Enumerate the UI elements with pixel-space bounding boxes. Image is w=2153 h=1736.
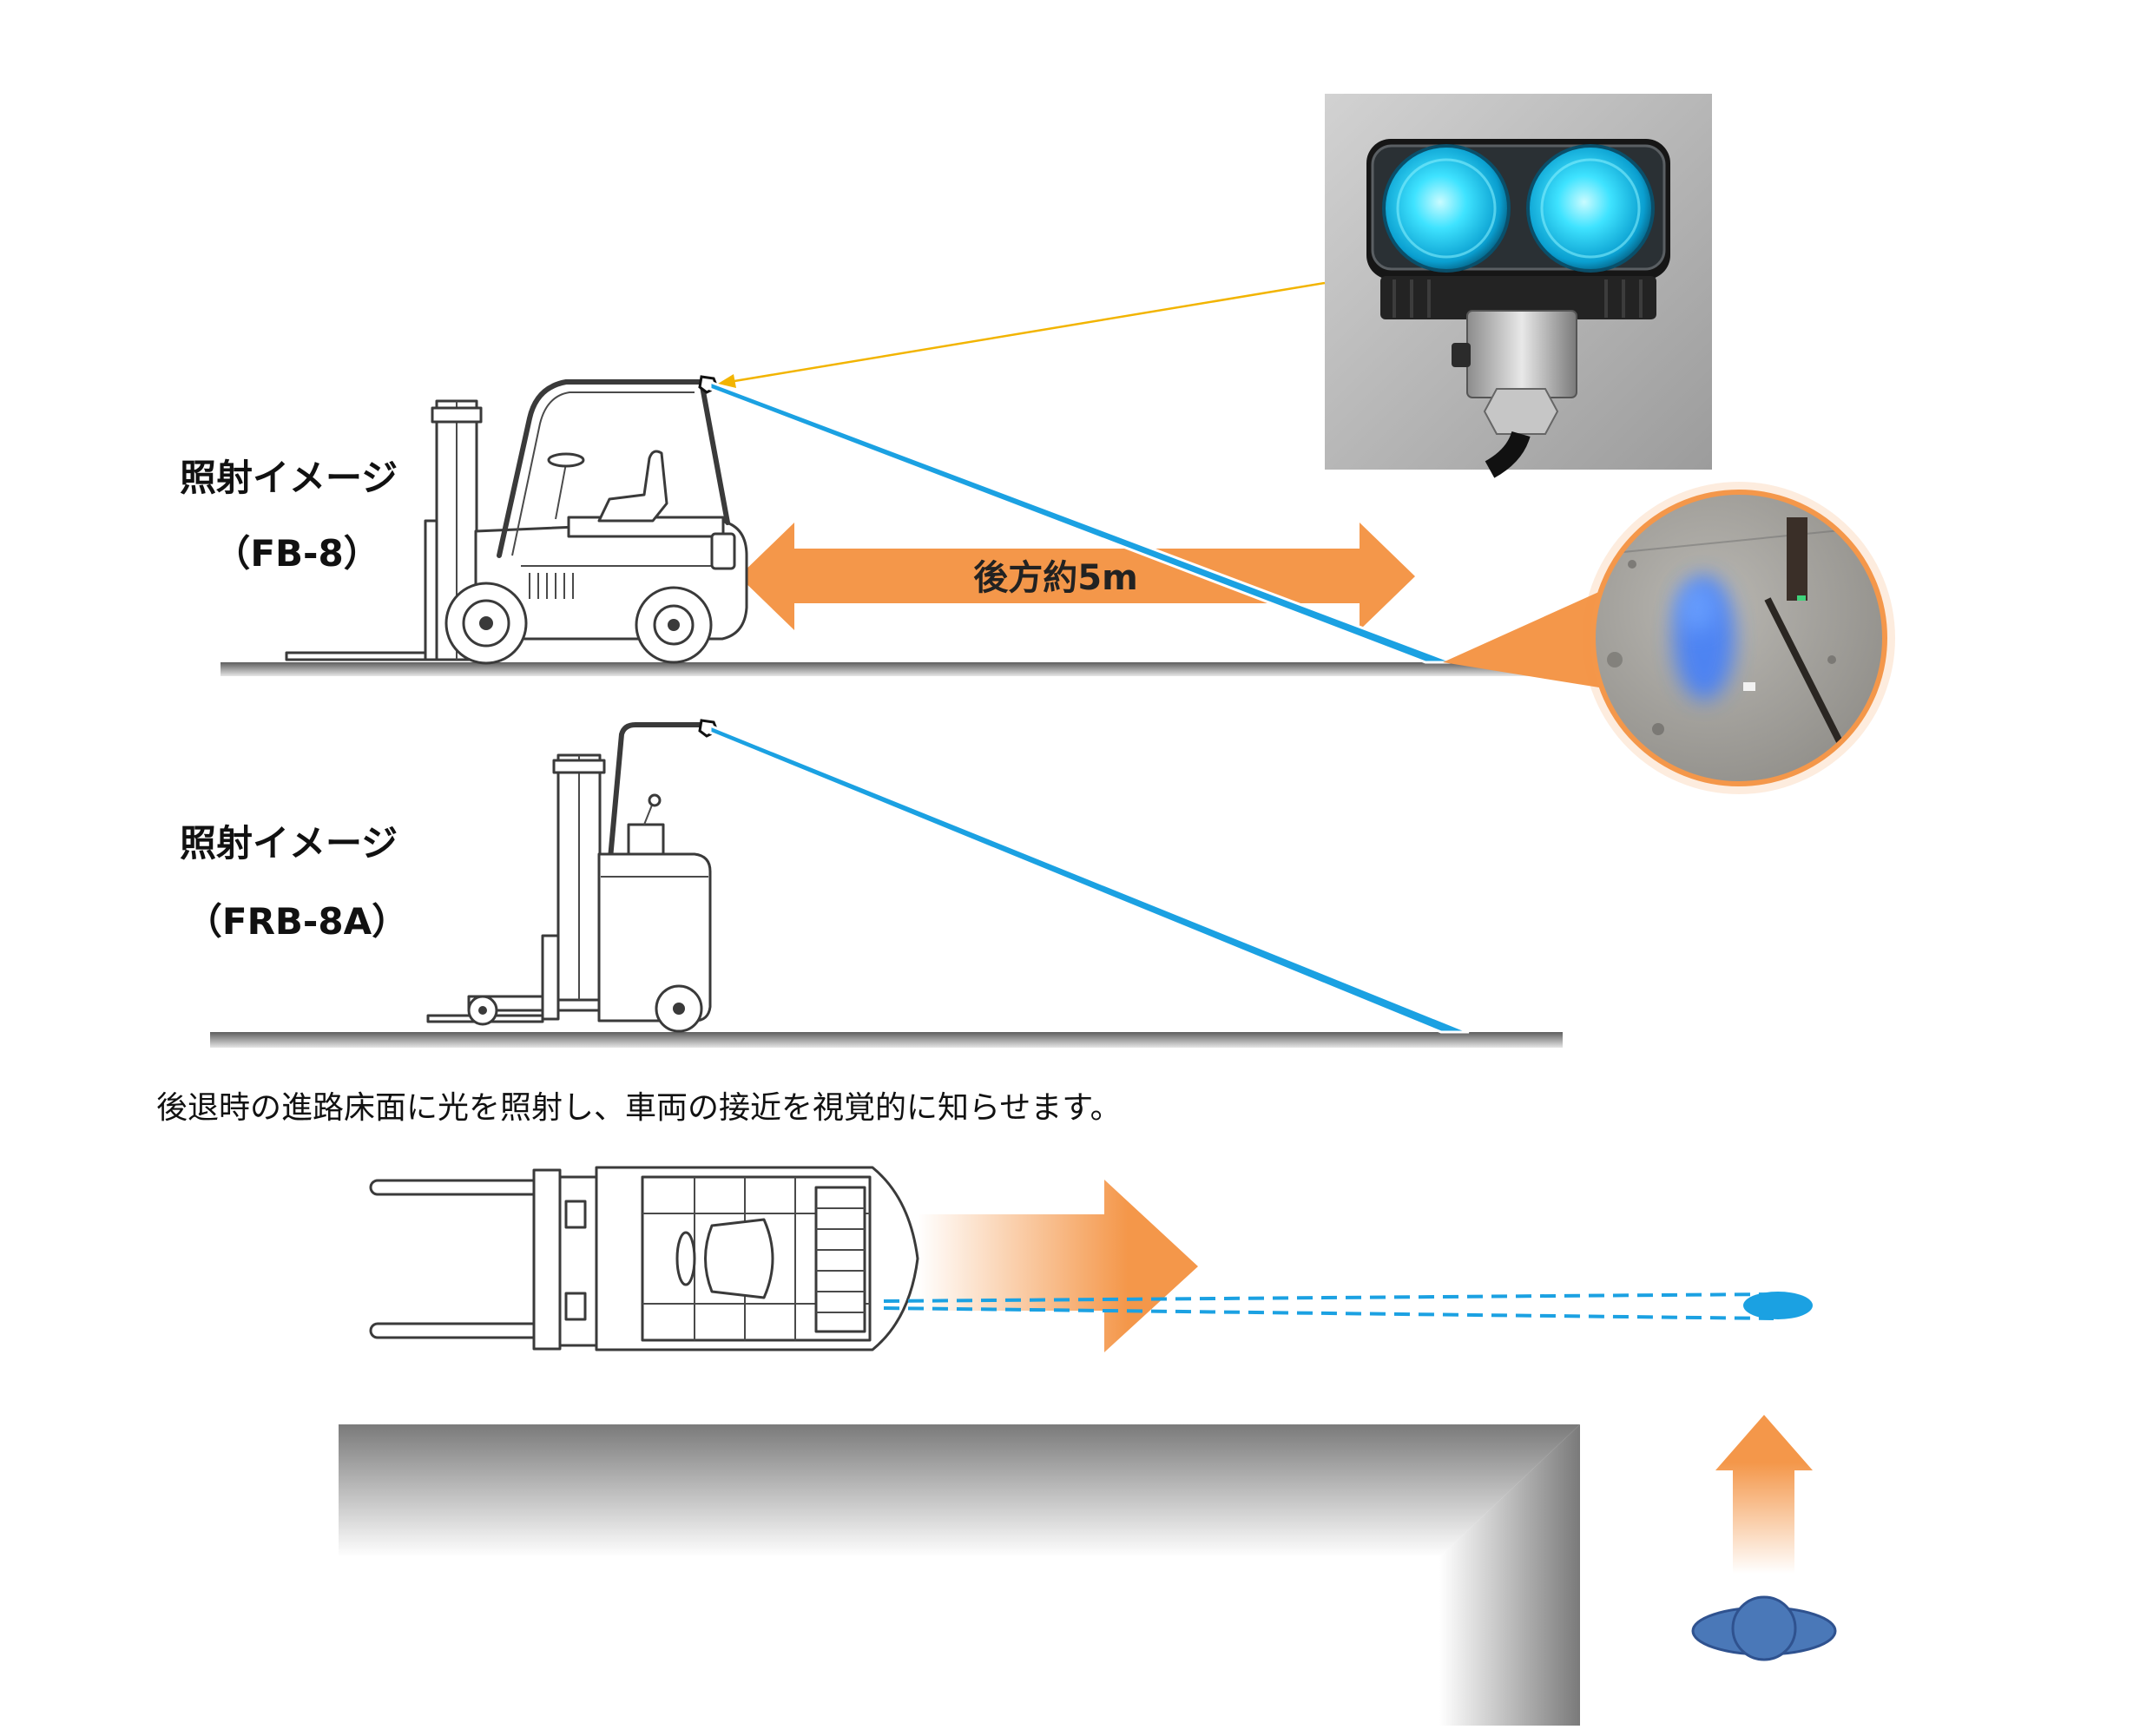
fb8-model: （FB-8） — [214, 532, 379, 575]
pedestrian-direction-arrow — [1715, 1415, 1813, 1574]
zoom-connector — [1443, 590, 1603, 687]
distance-label: 後方約5m — [973, 558, 1138, 598]
person-top-view-icon — [1691, 1595, 1837, 1661]
forklift-top-view — [369, 1166, 919, 1351]
frb8a-title: 照射イメージ — [180, 822, 398, 865]
fb8-title: 照射イメージ — [180, 457, 398, 499]
light-beam-fb8 — [708, 379, 1454, 664]
forklift-frb8a-side — [426, 719, 719, 1033]
floor-spot-zoom-icon — [1583, 482, 1895, 794]
forklift-fb8-side — [285, 375, 748, 665]
floor-line — [210, 1032, 1563, 1048]
floor-line — [221, 662, 1563, 676]
beam-projection — [883, 1292, 1813, 1320]
blue-spot-light-icon — [1325, 94, 1712, 478]
reverse-direction-arrow — [918, 1180, 1198, 1352]
light-beam-frb8a — [708, 723, 1470, 1034]
pointer-line — [718, 281, 1326, 388]
caption-text: 後退時の進路床面に光を照射し、車両の接近を視覚的に知らせます。 — [156, 1090, 1122, 1126]
floor-spot — [1743, 1292, 1813, 1319]
distance-arrow — [739, 523, 1415, 630]
frb8a-model: （FRB-8A） — [186, 900, 408, 943]
wall-corner — [339, 1424, 1580, 1726]
